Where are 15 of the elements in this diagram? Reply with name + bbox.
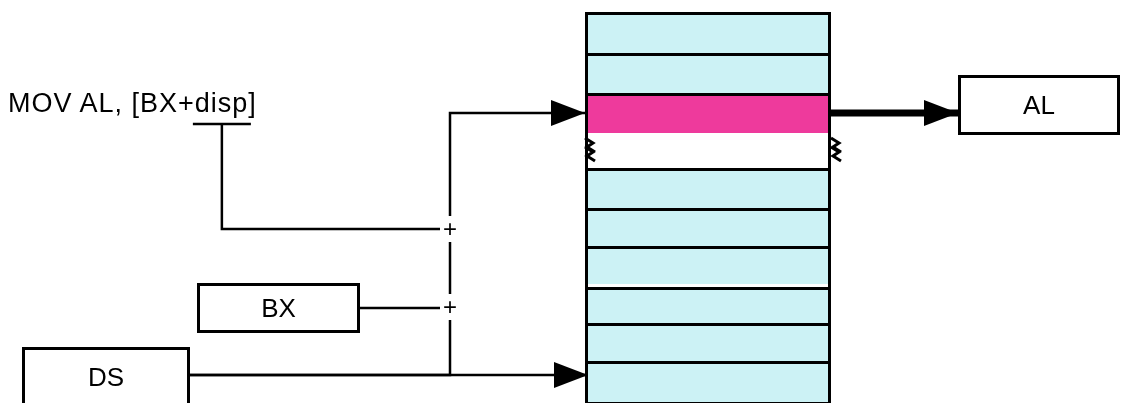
- arrow: [448, 100, 585, 216]
- connector-line: [191, 122, 442, 231]
- plus-sign: +: [440, 216, 460, 242]
- connector-line: [448, 242, 452, 294]
- register-box: DS: [22, 347, 190, 403]
- register-box: AL: [958, 75, 1120, 135]
- connector-line: [190, 320, 452, 377]
- instruction-text: MOV AL, [BX+disp]: [8, 84, 257, 124]
- selected-memory-cell: [588, 93, 828, 133]
- register-box: BX: [197, 283, 360, 333]
- plus-sign: +: [440, 294, 460, 320]
- connector-line: [360, 306, 440, 310]
- memory-block: [585, 12, 831, 403]
- arrow: [831, 100, 958, 126]
- memory-cell: [588, 361, 828, 402]
